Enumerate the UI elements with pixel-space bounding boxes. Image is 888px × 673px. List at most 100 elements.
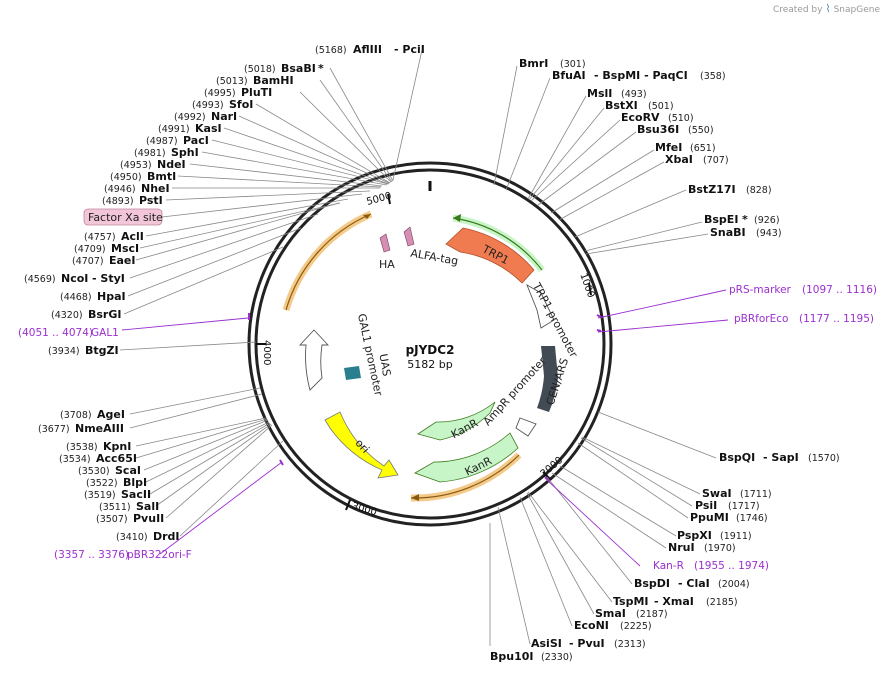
site-label[interactable]: (4992)NarI	[174, 110, 237, 123]
svg-text:(4320): (4320)	[51, 310, 83, 321]
site-label[interactable]: (4946)NheI	[104, 182, 170, 195]
right-leader-lines	[489, 65, 717, 646]
factor-xa-badge[interactable]: Factor Xa site	[83, 208, 163, 226]
site-label[interactable]: (3934)BtgZI	[48, 344, 119, 357]
factor-xa-badge-bg	[83, 208, 163, 226]
site-label[interactable]: EcoNI (2225)	[574, 619, 652, 632]
svg-text:BspEI: BspEI	[704, 213, 738, 226]
site-label[interactable]: (4953)NdeI	[120, 158, 186, 171]
leader-ecorv	[530, 119, 621, 202]
leader-bspei	[584, 221, 703, 252]
svg-text:- PciI: - PciI	[394, 43, 425, 56]
site-label[interactable]: (3410)DrdI	[116, 530, 180, 543]
leader-psti	[165, 190, 371, 201]
svg-text:- SapI: - SapI	[763, 451, 799, 464]
site-label[interactable]: (4468)HpaI	[60, 290, 126, 303]
site-label[interactable]: MslI(493)	[587, 87, 647, 100]
leader-bspdi	[546, 476, 633, 585]
site-label[interactable]: NruI(1970)	[668, 541, 736, 554]
site-label[interactable]: (5168)AflIII- PciI	[315, 43, 425, 56]
site-label[interactable]: (4707)EaeI	[72, 254, 136, 267]
svg-text:PluTI: PluTI	[241, 86, 272, 99]
site-label[interactable]: MfeI(651)	[655, 141, 716, 154]
site-label[interactable]: (4569)NcoI- StyI	[24, 272, 125, 285]
site-label[interactable]: BfuAI- BspMI - PaqCI(358)	[552, 69, 726, 82]
kanr-primer-label[interactable]: Kan-R (1955 .. 1974)	[653, 560, 769, 572]
leader-blpi	[145, 421, 270, 483]
pbrforeco-primer-label[interactable]: pBRforEco (1177 .. 1195)	[734, 313, 874, 325]
svg-text:HpaI: HpaI	[97, 290, 126, 303]
gal1-primer-label[interactable]: (4051 .. 4074) GAL1	[18, 327, 119, 339]
leader-nrui	[551, 472, 667, 549]
svg-text:- BspMI - PaqCI: - BspMI - PaqCI	[594, 69, 688, 82]
leader-psii	[580, 437, 693, 507]
leader-nari	[238, 115, 390, 184]
leader-swai	[581, 436, 701, 495]
svg-text:BtgZI: BtgZI	[85, 344, 119, 357]
site-label[interactable]: BstZ17I(828)	[688, 183, 772, 196]
site-label[interactable]: SwaI(1711)	[702, 487, 772, 500]
svg-text:pBRforEco: pBRforEco	[734, 313, 788, 325]
site-label[interactable]: (3530)ScaI	[78, 464, 141, 477]
site-label[interactable]: (3534)Acc65I	[59, 452, 137, 465]
tick-label-3000: 3000	[351, 501, 378, 518]
site-label[interactable]: (4981)SphI	[134, 146, 199, 159]
pbr322ori-primer-label[interactable]: (3357 .. 3376) pBR322ori-F	[54, 549, 192, 561]
site-label[interactable]: PspXI(1911)	[677, 529, 752, 542]
site-label[interactable]: TspMI- XmaI(2185)	[613, 595, 738, 608]
svg-text:TspMI: TspMI	[613, 595, 649, 608]
site-label[interactable]: BstXI(501)	[605, 99, 674, 112]
site-label[interactable]: Bsu36I(550)	[637, 123, 714, 136]
site-label[interactable]: EcoRV(510)	[621, 111, 694, 124]
leader-factorxa	[161, 193, 363, 218]
prs-marker-primer-label[interactable]: pRS-marker (1097 .. 1116)	[729, 284, 877, 296]
svg-text:(4991): (4991)	[158, 124, 190, 135]
svg-text:pBR322ori-F: pBR322ori-F	[127, 549, 192, 561]
site-label[interactable]: (4950)BmtI	[110, 170, 176, 183]
site-label[interactable]: (4320)BsrGI	[51, 308, 121, 321]
site-label[interactable]: SnaBI(943)	[710, 226, 782, 239]
site-label[interactable]: (4987)PacI	[146, 134, 209, 147]
svg-text:(2225): (2225)	[620, 621, 652, 632]
svg-text:EcoNI: EcoNI	[574, 619, 609, 632]
site-label[interactable]: XbaI(707)	[665, 153, 729, 166]
svg-text:BmtI: BmtI	[147, 170, 176, 183]
site-label[interactable]: BspQI- SapI(1570)	[719, 451, 840, 464]
site-label[interactable]: (4757)AclI	[84, 230, 144, 243]
site-label[interactable]: (3519)SacII	[84, 488, 151, 501]
site-label[interactable]: BmrI(301)	[519, 57, 586, 70]
site-label[interactable]: (4709)MscI	[74, 242, 139, 255]
site-label[interactable]: Bpu10I(2330)	[490, 650, 573, 663]
site-label[interactable]: (4893)PstI	[102, 194, 163, 207]
tick-mark-3000	[345, 499, 351, 511]
ampr-promoter-feature	[515, 417, 537, 437]
site-label[interactable]: AsiSI- PvuI(2313)	[531, 637, 646, 650]
site-label[interactable]: (3538)KpnI	[66, 440, 131, 453]
svg-text:(926): (926)	[754, 215, 780, 226]
site-label[interactable]: (3708)AgeI	[60, 408, 125, 421]
site-label[interactable]: (4993)SfoI	[192, 98, 253, 111]
site-label[interactable]: SmaI(2187)	[595, 607, 668, 620]
site-label[interactable]: PpuMI(1746)	[690, 511, 768, 524]
svg-text:(4757): (4757)	[84, 232, 116, 243]
leader-drdi	[179, 440, 284, 537]
svg-text:SnaBI: SnaBI	[710, 226, 746, 239]
site-label[interactable]: (5018)BsaBI*	[244, 62, 324, 75]
site-label[interactable]: (4991)KasI	[158, 122, 222, 135]
site-label[interactable]: (4995)PluTI	[204, 86, 272, 99]
svg-text:KpnI: KpnI	[103, 440, 131, 453]
site-label[interactable]: (3522)BlpI	[86, 476, 147, 489]
site-label[interactable]: (3677)NmeAIII	[38, 422, 124, 435]
gal1-promoter-feature	[298, 329, 330, 391]
svg-text:PstI: PstI	[139, 194, 163, 207]
snapgene-logo-icon: ⌇	[825, 2, 831, 15]
site-label[interactable]: BspEI*(926)	[704, 213, 780, 226]
site-label[interactable]: (3511)SalI	[99, 500, 159, 513]
svg-text:DrdI: DrdI	[153, 530, 180, 543]
site-label[interactable]: (3507)PvuII	[96, 512, 164, 525]
leader-bspqi	[597, 411, 717, 459]
leader-bsu36i	[537, 131, 637, 206]
site-label[interactable]: PsiI(1717)	[695, 499, 760, 512]
site-label[interactable]: (5013)BamHI	[216, 74, 294, 87]
site-label[interactable]: BspDI- ClaI(2004)	[634, 577, 750, 590]
